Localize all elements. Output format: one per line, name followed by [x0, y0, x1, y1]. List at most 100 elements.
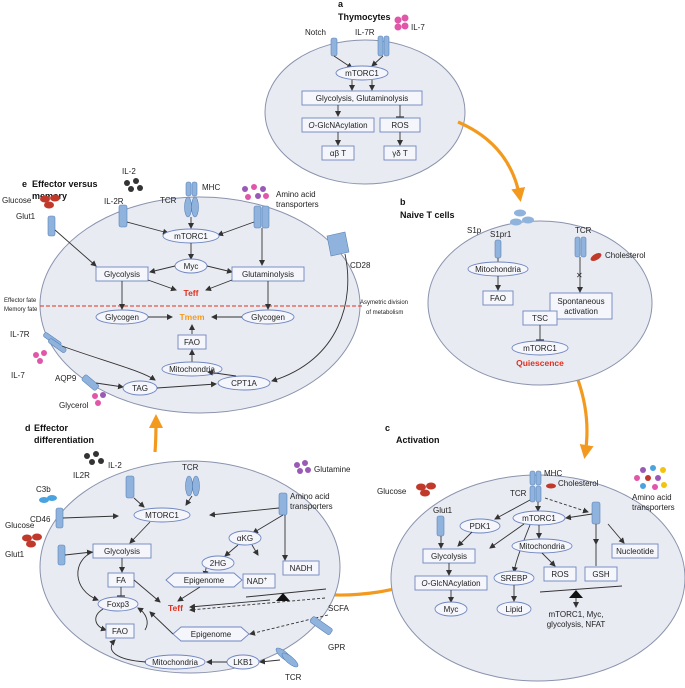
aat-label-e-1: Amino acid [276, 190, 316, 199]
panel-b-title: Naive T cells [400, 210, 455, 220]
panel-e-letter: e [22, 179, 27, 189]
tag-label: TAG [132, 384, 148, 393]
panel-c: c Activation Glucose Glut1 MHC Cholester… [377, 423, 685, 682]
glutamine-label: Glutamine [314, 465, 351, 474]
gsh-box [584, 566, 618, 582]
mhc-label-e: MHC [202, 183, 220, 192]
il7-label: IL-7 [411, 23, 425, 32]
il2r-receptor-e [118, 204, 128, 228]
il7r-receptor-e-right [48, 338, 67, 353]
glycogen-label-1: Glycogen [105, 313, 139, 322]
myc-node-c [434, 601, 468, 617]
asym-label-2: of metabolism [366, 310, 403, 316]
nad-label: NAD+ [247, 577, 268, 586]
mtorc1-label-e: mTORC1 [174, 232, 208, 241]
panel-e: e Effector versus memory IL-2 IL-2R TCR … [2, 167, 408, 414]
glycolysis-label-c: Glycolysis [431, 552, 467, 561]
balance-bar-d [245, 588, 327, 598]
aat-label-d-2: transporters [290, 502, 333, 511]
tcr-label-e: TCR [160, 196, 177, 205]
il7-label-e: IL-7 [11, 371, 25, 380]
il2-label-e: IL-2 [122, 167, 136, 176]
cd46-receptor [55, 507, 64, 529]
amino-acid-ligand-icon-e [242, 184, 269, 200]
fao-box-d [105, 623, 135, 639]
oglcnac-label-a: O-GlcNAcylation [308, 121, 367, 130]
memory-fate-label: Memory fate [4, 307, 38, 313]
glutamine-ligand-icon [294, 460, 311, 474]
nadh-box [282, 560, 320, 576]
il7r-receptor-left [377, 35, 384, 57]
glycolysis-label-d: Glycolysis [104, 547, 140, 556]
cholesterol-label-c: Cholesterol [558, 479, 599, 488]
output-label-c-2: glycolysis, NFAT [547, 620, 606, 629]
il2-label-d: IL-2 [108, 461, 122, 470]
teff-label-d: Teff [168, 603, 183, 613]
mitochondria-node-e [161, 361, 223, 377]
fa-label: FA [116, 576, 126, 585]
aqp9-receptor [81, 374, 99, 391]
2hg-label: 2HG [210, 559, 226, 568]
mtorc1-label-a: mTORC1 [345, 69, 379, 78]
gsh-label: GSH [592, 570, 610, 579]
flow-arrow-a-to-b [457, 120, 526, 202]
pdk1-label: PDK1 [470, 522, 491, 531]
il2r-label-d: IL2R [73, 471, 90, 480]
mhc-receptor-e-right [191, 181, 198, 197]
glut1-receptor-d [57, 544, 66, 566]
il7r-receptor-right [383, 35, 390, 57]
glucose-label-c: Glucose [377, 487, 407, 496]
tcr-label-b: TCR [575, 226, 592, 235]
tcr-receptor-e-right [191, 196, 199, 218]
c3b-ligand-icon [39, 495, 57, 503]
il2-ligand-icon-e [124, 178, 143, 192]
mitochondria-label-b: Mitochondria [475, 265, 521, 274]
akg-label: αKG [237, 534, 253, 543]
tcr-receptor-e-left [184, 196, 192, 218]
c3b-label: C3b [36, 485, 51, 494]
fao-label-e: FAO [184, 338, 200, 347]
pdk1-node [459, 518, 501, 534]
srebp-label: SREBP [500, 574, 527, 583]
mtorc1-label-d: MTORC1 [145, 511, 179, 520]
glycolysis-label-e: Glycolysis [104, 270, 140, 279]
block-cross-icon: ✕ [576, 271, 583, 280]
il2r-label-e: IL-2R [104, 197, 124, 206]
nucleotide-box [611, 543, 659, 559]
gpr-label: GPR [328, 643, 346, 652]
aat-receptor-e-left [253, 205, 262, 229]
nucleotide-label: Nucleotide [616, 547, 654, 556]
s1p-label: S1p [467, 226, 482, 235]
panel-e-title-1: Effector versus [32, 179, 98, 189]
foxp3-label: Foxp3 [107, 600, 130, 609]
cholesterol-icon-b [590, 253, 602, 261]
2hg-node [201, 555, 235, 571]
cpt1a-node [217, 375, 271, 391]
glut1-label-d: Glut1 [5, 550, 25, 559]
tcr-receptor-b-left [574, 236, 581, 258]
oglcnac-label-c: O-GlcNAcylation [421, 579, 480, 588]
glutaminolysis-label-e: Glutaminolysis [242, 270, 294, 279]
notch-receptor [330, 37, 338, 57]
ros-label-c: ROS [551, 570, 568, 579]
glut1-label-c: Glut1 [433, 506, 453, 515]
tcr-receptor-d2-right [281, 652, 299, 668]
glucose-label-d: Glucose [5, 521, 35, 530]
spontaneous-activation-box [549, 292, 613, 320]
glycogen-label-2: Glycogen [251, 313, 285, 322]
epigenome-label-2: Epigenome [191, 630, 232, 639]
panel-b: b Naive T cells S1p S1pr1 TCR Cholestero… [400, 197, 653, 386]
aat-receptor-d [278, 492, 288, 516]
lipid-node [496, 601, 532, 617]
aat-receptor-c [591, 501, 601, 525]
ros-label-a: ROS [391, 121, 408, 130]
balance-bar-c [539, 585, 623, 593]
glut1-receptor-e [47, 215, 56, 237]
glycerol-ligand-icon [92, 392, 106, 406]
ros-box-c [543, 566, 577, 582]
gd-t-label: γδ T [392, 149, 408, 158]
naive-cell [427, 220, 653, 386]
gpr-receptor [309, 616, 333, 635]
cpt1a-label: CPT1A [231, 379, 257, 388]
cd28-receptor [326, 231, 350, 257]
